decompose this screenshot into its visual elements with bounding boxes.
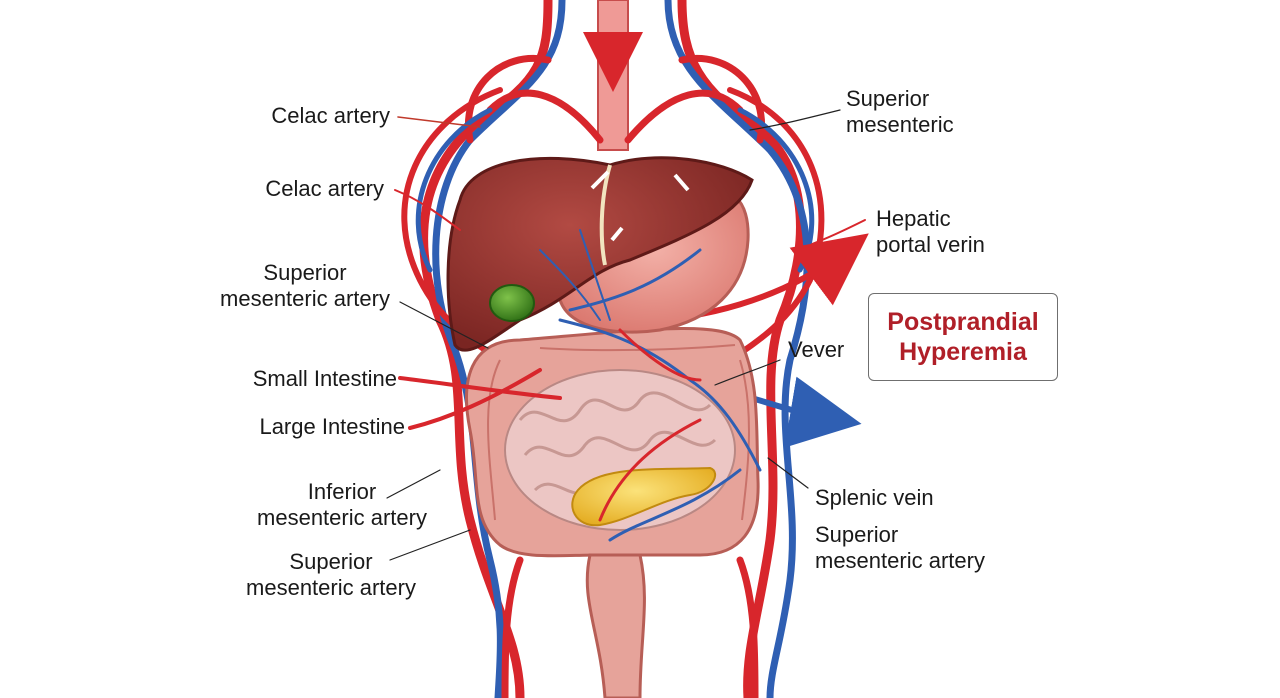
label-celiac-artery-top: Celac artery bbox=[258, 103, 390, 129]
arterial-loops bbox=[401, 0, 869, 698]
label-splenic-vein: Splenic vein bbox=[815, 485, 965, 511]
label-line-1: Superior bbox=[815, 522, 899, 547]
label-hepatic-portal-vein: Hepatic portal verin bbox=[876, 206, 1016, 258]
label-text: Large Intestine bbox=[259, 414, 405, 439]
label-line-2: mesenteric bbox=[846, 112, 954, 137]
label-line-2: mesenteric artery bbox=[815, 548, 985, 573]
gallbladder bbox=[489, 284, 535, 322]
label-superior-mesenteric-artery-left: Superior mesenteric artery bbox=[215, 260, 395, 312]
label-line-2: portal verin bbox=[876, 232, 985, 257]
callout-line-2: Hyperemia bbox=[899, 338, 1027, 366]
pancreas bbox=[571, 466, 717, 527]
callout-line-1: Postprandial bbox=[887, 308, 1039, 336]
label-text: Celac artery bbox=[265, 176, 384, 201]
label-text: Vever bbox=[788, 337, 845, 362]
label-line-1: Inferior bbox=[307, 479, 377, 504]
label-large-intestine: Large Intestine bbox=[232, 414, 405, 440]
aorta bbox=[583, 0, 643, 151]
label-text: Small Intestine bbox=[252, 366, 397, 391]
label-line-2: mesenteric artery bbox=[257, 505, 427, 530]
label-superior-mesenteric-top-right: Superior mesenteric bbox=[846, 86, 986, 138]
label-superior-mesenteric-artery-bottom: Superior mesenteric artery bbox=[240, 549, 422, 601]
label-line-1: Superior bbox=[263, 260, 347, 285]
label-line-1: Hepatic bbox=[876, 206, 951, 231]
label-line-1: Superior bbox=[846, 86, 930, 111]
label-small-intestine: Small Intestine bbox=[232, 366, 397, 392]
label-text: Splenic vein bbox=[815, 485, 934, 510]
rectum bbox=[585, 553, 646, 698]
label-text: Celac artery bbox=[271, 103, 390, 128]
label-superior-mesenteric-artery-right: Superior mesenteric artery bbox=[815, 522, 995, 574]
label-line-2: mesenteric artery bbox=[220, 286, 390, 311]
label-celiac-artery-mid: Celac artery bbox=[248, 176, 384, 202]
label-vever: Vever bbox=[788, 337, 868, 363]
mesenteric-branches bbox=[539, 229, 762, 542]
leader-lines bbox=[386, 109, 866, 561]
label-line-2: mesenteric artery bbox=[246, 575, 416, 600]
postprandial-hyperemia-callout: Postprandial Hyperemia bbox=[868, 293, 1058, 381]
label-inferior-mesenteric-artery: Inferior mesenteric artery bbox=[252, 479, 432, 531]
label-line-1: Superior bbox=[289, 549, 373, 574]
